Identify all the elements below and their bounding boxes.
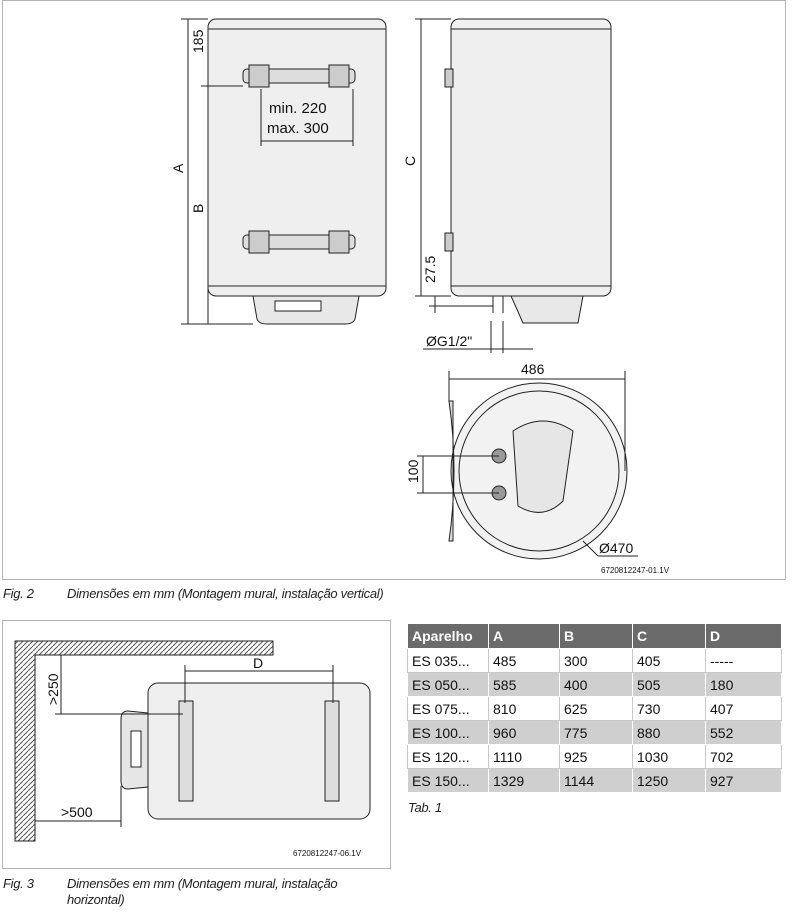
table-cell: 925: [559, 744, 633, 769]
caption-number: Fig. 3: [3, 876, 34, 891]
table-cell: 1250: [632, 768, 706, 793]
table-cell: 927: [705, 768, 782, 793]
dim-min-label: min. 220: [269, 100, 327, 117]
drawing-code: 6720812247-06.1V: [293, 849, 362, 858]
table-cell: 585: [488, 672, 560, 697]
table-cell: 485: [488, 648, 560, 673]
table-cell: 1329: [488, 768, 560, 793]
dim-d-label: D: [253, 655, 263, 671]
table-cell: ES 150...: [407, 768, 489, 793]
table-cell: ES 075...: [407, 696, 489, 721]
table-cell: 775: [559, 720, 633, 745]
figure-3-frame: D >250 >500 6720812247-06.1V: [2, 620, 391, 869]
horizontal-install-drawing: D >250 >500 6720812247-06.1V: [14, 640, 371, 858]
header-cell: Aparelho: [407, 623, 489, 649]
header-cell: A: [488, 623, 560, 649]
thread-label: ØG1/2": [426, 333, 472, 349]
table-header-row: Aparelho A B C D: [407, 623, 782, 649]
dim-100-label: 100: [405, 459, 421, 483]
table-cell: 810: [488, 696, 560, 721]
table-cell: 552: [705, 720, 782, 745]
figure-3-caption: Fig. 3 Dimensões em mm (Montagem mural, i…: [3, 876, 338, 908]
wall-hatch: [14, 640, 274, 842]
table-cell: 625: [559, 696, 633, 721]
table-cell: 1110: [488, 744, 560, 769]
wall-bracket-top: [242, 64, 356, 88]
caption-text: Dimensões em mm (Montagem mural, instala…: [67, 876, 338, 891]
table-cell: 1030: [632, 744, 706, 769]
table-cell: 960: [488, 720, 560, 745]
caption-text: Dimensões em mm (Montagem mural, instala…: [67, 586, 384, 601]
dim-max-label: max. 300: [267, 120, 329, 137]
table-cell: 400: [559, 672, 633, 697]
caption-text-line2: horizontal): [67, 892, 125, 907]
header-cell: B: [559, 623, 633, 649]
vertical-install-drawing: 185 A B min. 220 max. 300 C 27.5 ØG1/2" …: [170, 18, 670, 575]
table-cell: ES 050...: [407, 672, 489, 697]
table-cell: 702: [705, 744, 782, 769]
table-cell: ES 035...: [407, 648, 489, 673]
drawing-code: 6720812247-01.1V: [601, 566, 670, 575]
dim-a-label: A: [170, 163, 186, 173]
table-cell: ES 100...: [407, 720, 489, 745]
table-cell: 505: [632, 672, 706, 697]
table-caption: Tab. 1: [408, 800, 442, 815]
dim-b-label: B: [190, 204, 206, 213]
diameter-label: Ø470: [599, 540, 633, 556]
table-cell: 405: [632, 648, 706, 673]
table-cell: 407: [705, 696, 782, 721]
header-cell: C: [632, 623, 706, 649]
table-cell: 300: [559, 648, 633, 673]
heater-side-body: [450, 18, 612, 297]
dim-500-label: >500: [61, 804, 93, 820]
dim-27-5-label: 27.5: [422, 256, 438, 283]
dim-185-label: 185: [190, 29, 206, 53]
dim-c-label: C: [402, 156, 418, 166]
table-cell: -----: [705, 648, 782, 673]
table-cell: 180: [705, 672, 782, 697]
dim-250-label: >250: [45, 673, 61, 705]
table-cell: 880: [632, 720, 706, 745]
heater-front-body: [207, 18, 387, 297]
table-cell: 730: [632, 696, 706, 721]
dim-486-label: 486: [521, 361, 545, 377]
table-cell: 1144: [559, 768, 633, 793]
header-cell: D: [705, 623, 782, 649]
table-cell: ES 120...: [407, 744, 489, 769]
figure-2-frame: 185 A B min. 220 max. 300 C 27.5 ØG1/2" …: [2, 0, 786, 580]
caption-number: Fig. 2: [3, 586, 34, 601]
figure-2-caption: Fig. 2 Dimensões em mm (Montagem mural, i…: [3, 586, 384, 601]
wall-bracket-bottom: [242, 230, 356, 254]
